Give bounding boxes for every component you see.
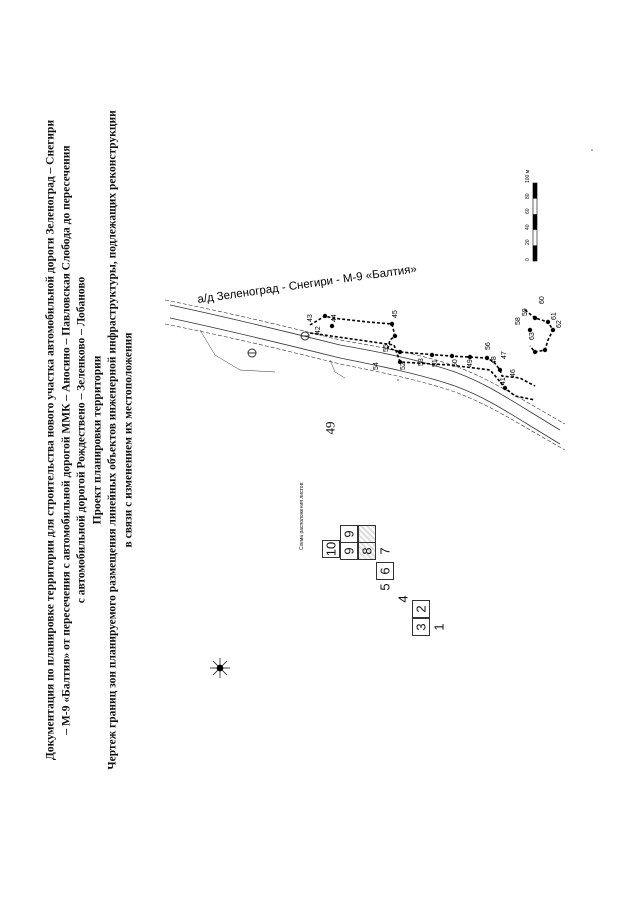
sheet-cell: 5: [377, 583, 393, 591]
sheet-scheme-title: Схема расположения листов:: [299, 481, 305, 550]
point-label: 60: [539, 296, 546, 304]
sheet-cell: 8: [358, 542, 376, 560]
point-label: 54: [373, 362, 380, 370]
point-label: 61: [551, 312, 558, 320]
point-label: 50: [452, 359, 459, 367]
scale-label: 0: [525, 258, 531, 261]
point-label: 47: [501, 351, 508, 359]
point-label: 63: [529, 332, 536, 340]
point-label: 46: [510, 369, 517, 377]
point-label: 51: [432, 359, 439, 367]
scale-label: 80: [525, 193, 531, 199]
point-label: 48: [491, 356, 498, 364]
road-name-label: а/д Зеленоград - Снегири - М-9 «Балтия»: [197, 263, 418, 306]
scale-bar: 0 20 40 60 80 100 м: [525, 169, 538, 262]
compass-icon: [210, 658, 230, 678]
scale-label: 20: [525, 239, 531, 245]
sheet-cell: [358, 525, 376, 543]
scale-label: 100 м: [525, 169, 531, 183]
sheet-cell: 6: [376, 562, 394, 580]
sheet-cell: 4: [395, 595, 411, 603]
sheet-cell: 7: [377, 547, 393, 555]
point-label: 42: [315, 326, 322, 334]
road-corridor: [164, 299, 566, 451]
sheet-cell: 2: [412, 600, 430, 618]
point-label: 59: [522, 308, 529, 316]
point-label: 58: [515, 317, 522, 325]
point-label: 55: [383, 344, 390, 352]
sheet-cell: 10: [322, 540, 340, 558]
scale-label: 40: [525, 224, 531, 230]
scale-label: 60: [525, 208, 531, 214]
point-label: 45: [392, 310, 399, 318]
point-label: 44: [331, 314, 338, 322]
point-label: 56: [485, 342, 492, 350]
sheet-cell: 1: [431, 623, 447, 631]
point-label: 49: [467, 359, 474, 367]
point-label: 52: [400, 362, 407, 370]
boundary-points: [322, 313, 556, 391]
sheet-cell: 9: [340, 542, 358, 560]
sheet-cell: 9: [340, 525, 358, 543]
point-label: 62: [556, 320, 563, 328]
sheet-cell: 3: [412, 618, 430, 636]
point-label: 53: [418, 358, 425, 366]
landmark-symbol: [247, 331, 310, 358]
point-label: 43: [307, 314, 314, 322]
point-label: 41: [500, 377, 507, 385]
